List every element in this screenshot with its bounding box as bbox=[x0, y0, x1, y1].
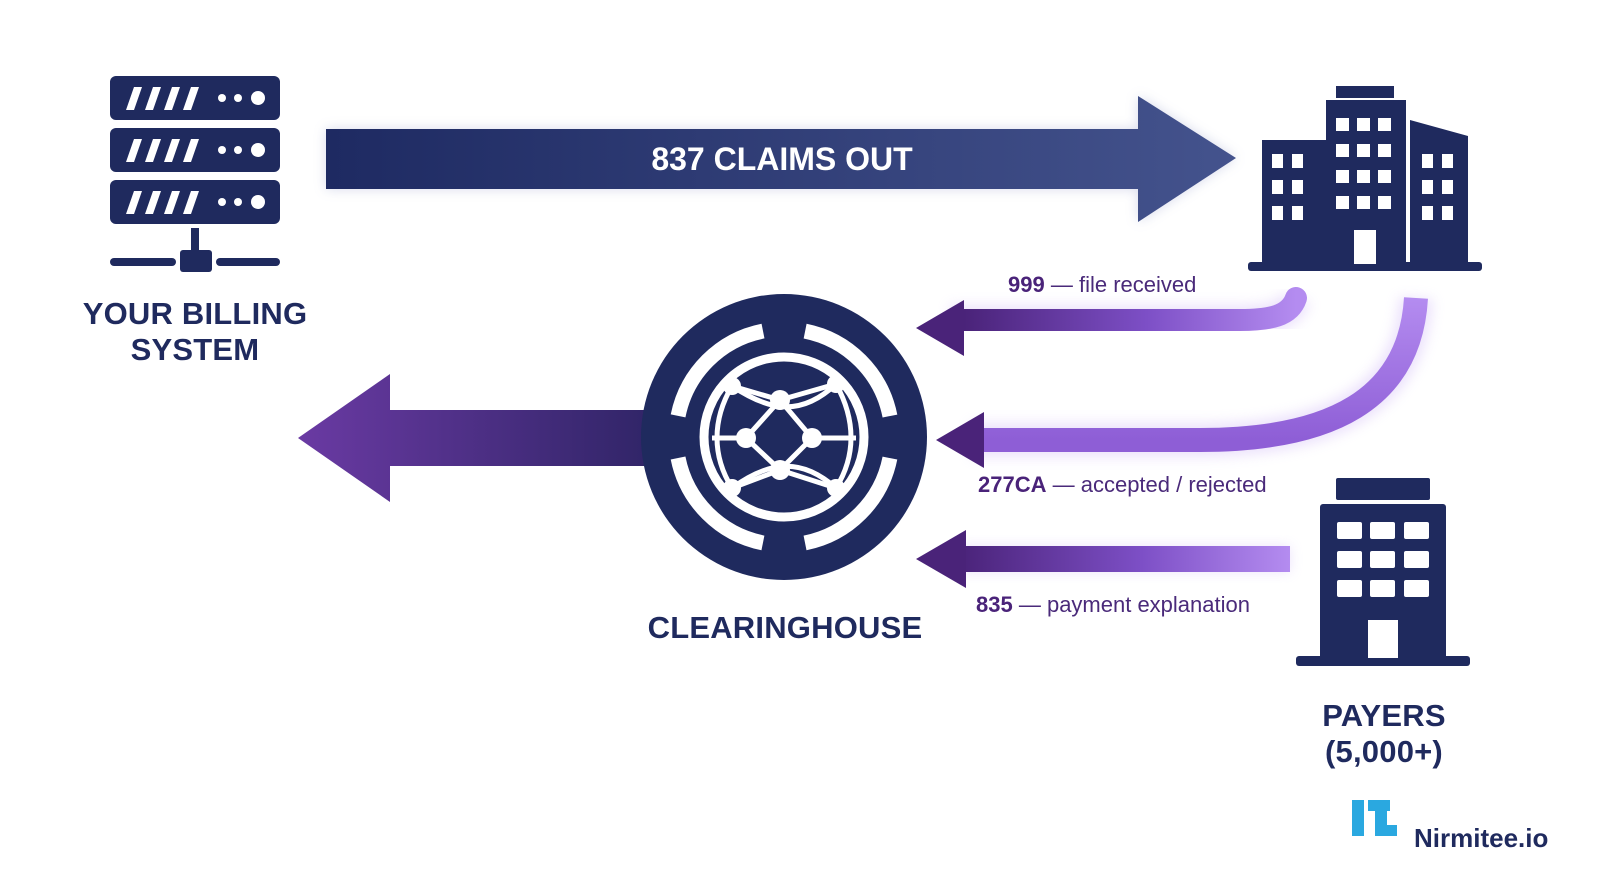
billing-label-line1: YOUR BILLING bbox=[82, 296, 308, 331]
payers-label-line2: (5,000+) bbox=[1325, 734, 1443, 769]
server-icon bbox=[110, 76, 280, 272]
claims-out-arrow bbox=[326, 96, 1236, 222]
ack-999-code: 999 bbox=[1008, 272, 1045, 297]
ack-999-label: 999 — file received bbox=[1008, 272, 1196, 298]
payers-label: PAYERS (5,000+) bbox=[1262, 698, 1506, 770]
remittance-to-billing-arrow bbox=[298, 374, 660, 502]
clearinghouse-label-text: CLEARINGHOUSE bbox=[647, 610, 923, 645]
ack-277ca-arrow bbox=[936, 296, 1433, 468]
remit-835-desc: — payment explanation bbox=[1018, 592, 1250, 617]
claims-out-label: 837 CLAIMS OUT bbox=[651, 141, 913, 177]
office-buildings-icon bbox=[1248, 86, 1482, 271]
remit-835-arrow bbox=[916, 530, 1290, 588]
building-icon bbox=[1296, 478, 1470, 666]
ack-999-desc: — file received bbox=[1050, 272, 1197, 297]
payers-label-line1: PAYERS bbox=[1322, 698, 1446, 733]
ack-999-arrow bbox=[916, 287, 1311, 356]
remit-835-code: 835 bbox=[976, 592, 1013, 617]
remit-835-label: 835 — payment explanation bbox=[976, 592, 1250, 618]
nirmitee-logo-icon bbox=[1352, 800, 1397, 836]
clearinghouse-label: CLEARINGHOUSE bbox=[620, 610, 950, 646]
billing-system-label: YOUR BILLING SYSTEM bbox=[60, 296, 330, 368]
ack-277ca-desc: — accepted / rejected bbox=[1052, 472, 1267, 497]
brand: Nirmitee.io bbox=[1404, 818, 1548, 858]
brand-name: Nirmitee.io bbox=[1414, 822, 1549, 853]
ack-277ca-label: 277CA — accepted / rejected bbox=[978, 472, 1267, 498]
billing-label-line2: SYSTEM bbox=[130, 332, 260, 367]
network-globe-icon bbox=[641, 294, 927, 580]
ack-277ca-code: 277CA bbox=[978, 472, 1047, 497]
